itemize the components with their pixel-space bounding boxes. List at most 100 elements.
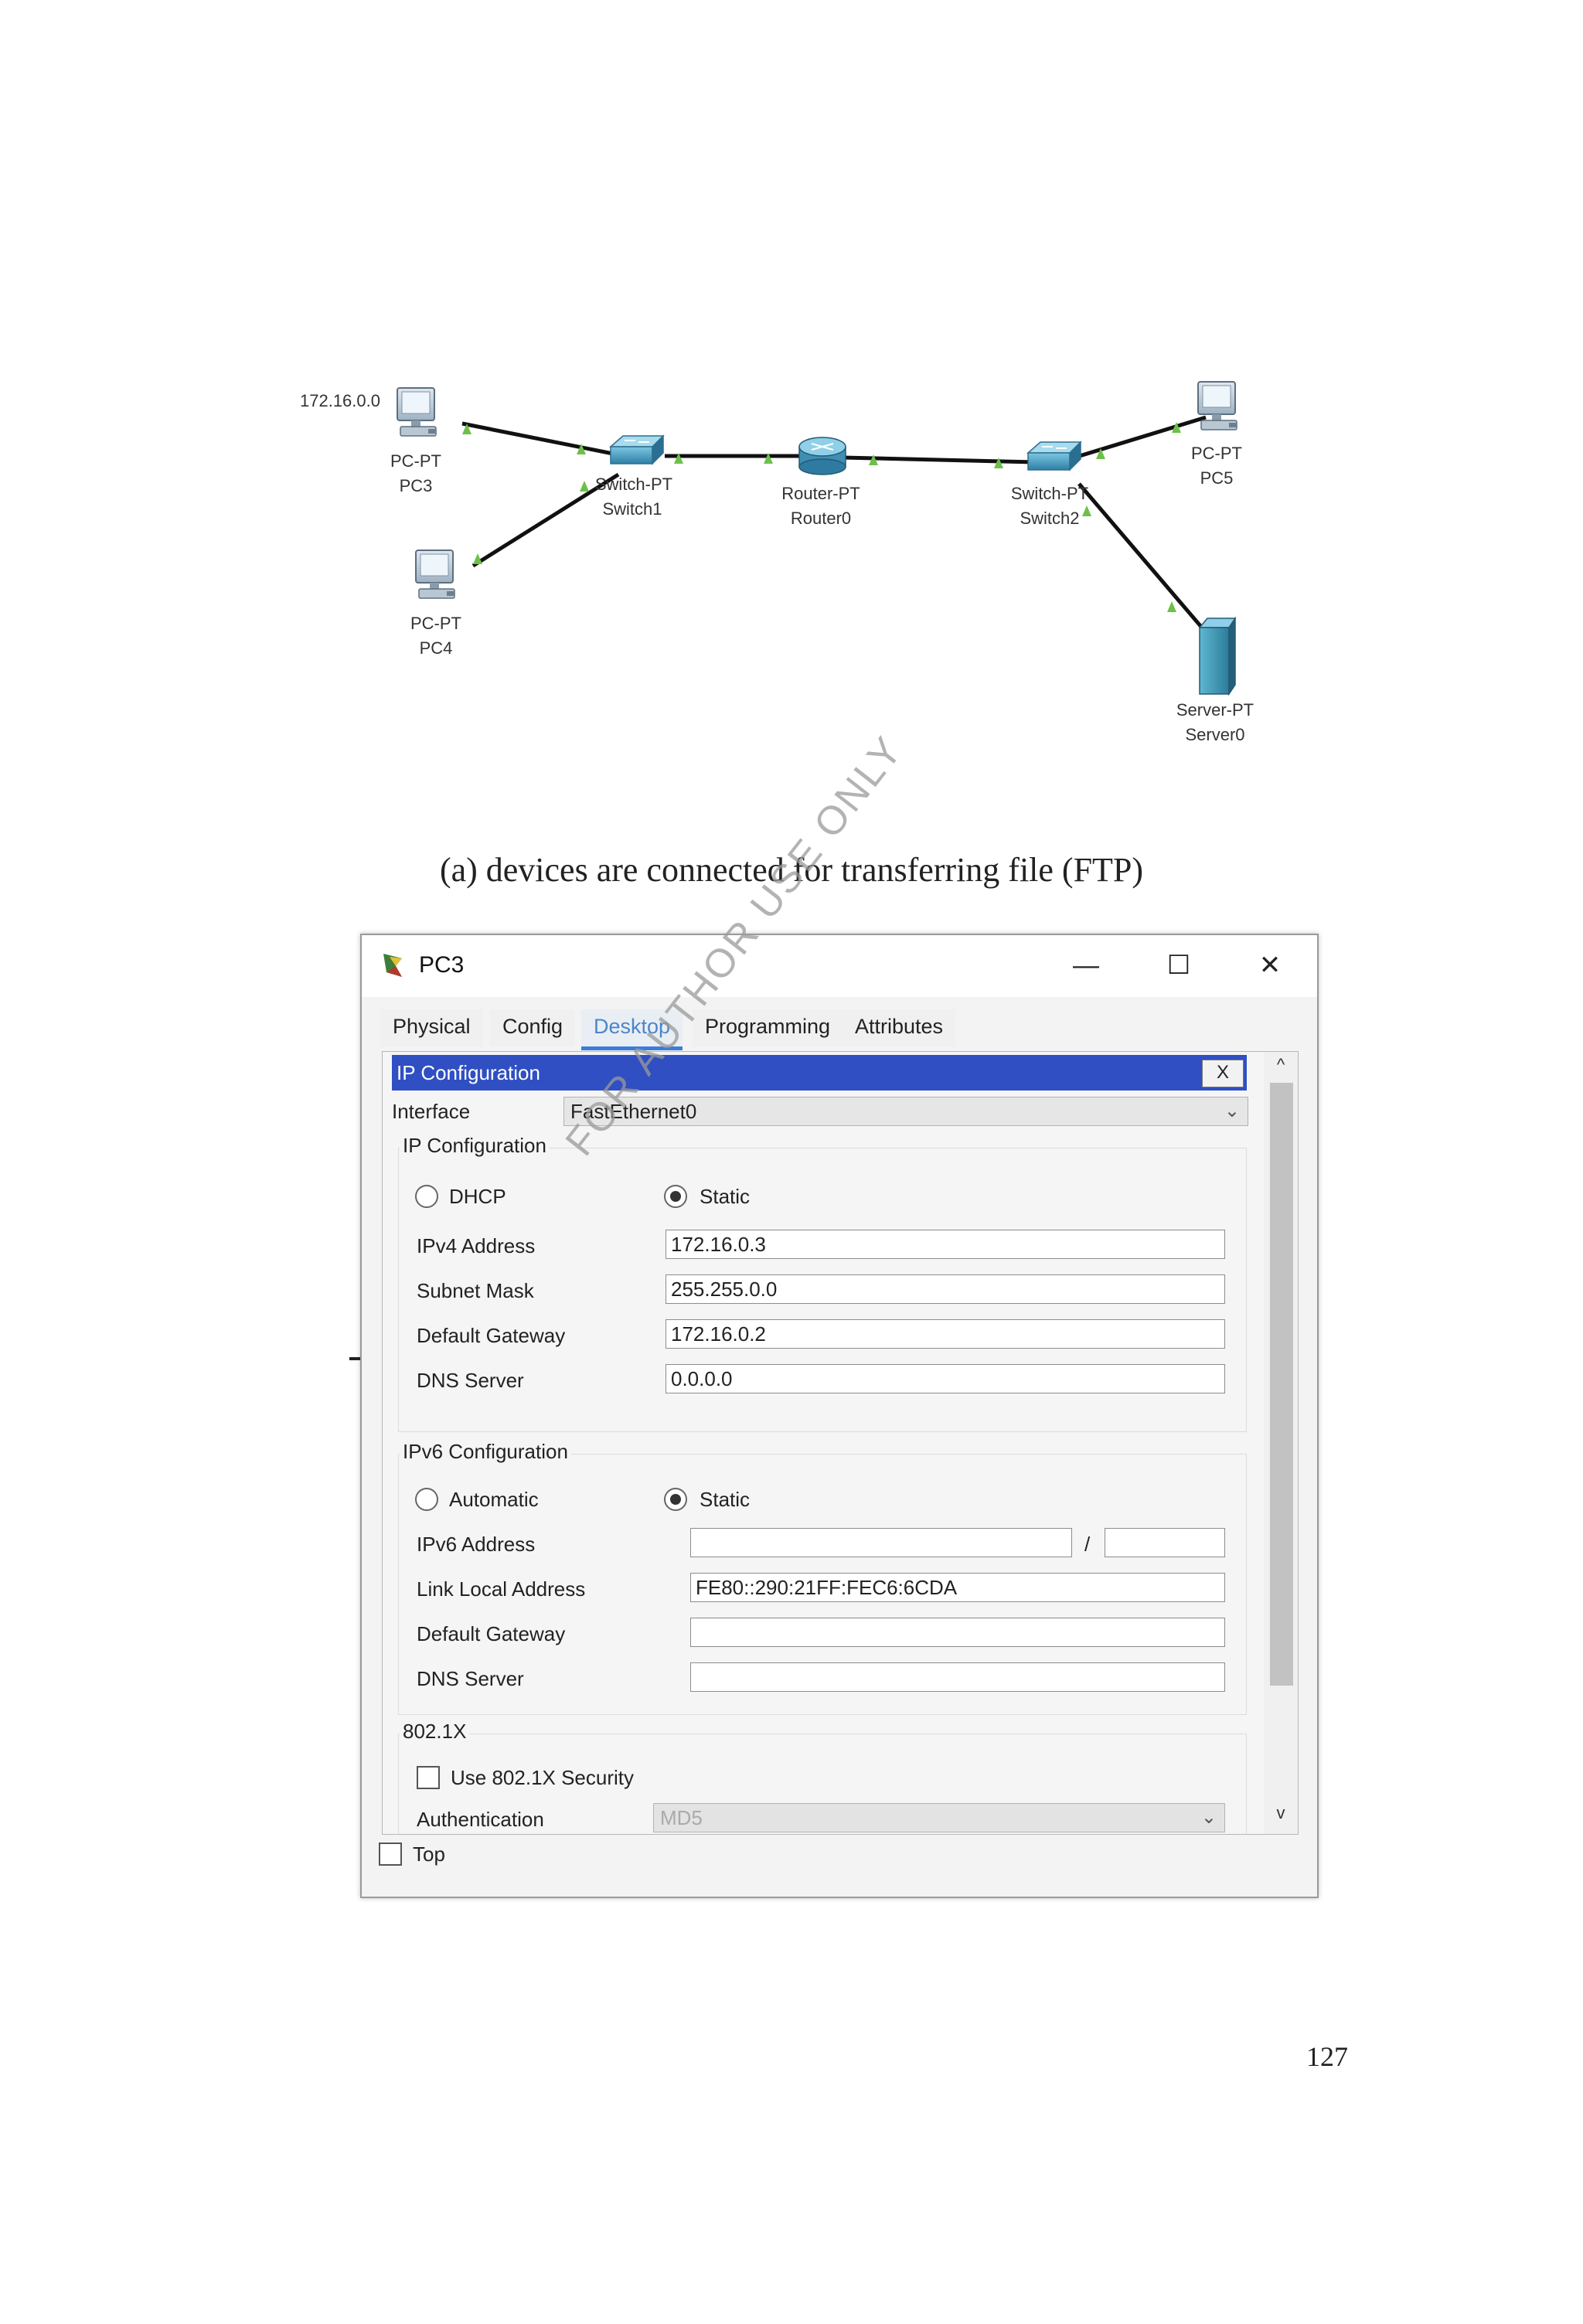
dot1x-group — [398, 1734, 1247, 1834]
authentication-label: Authentication — [417, 1808, 544, 1831]
ipv4-config-group — [398, 1148, 1247, 1432]
device-type-label: Switch-PT — [595, 475, 672, 494]
device-name-label: Switch1 — [602, 499, 662, 519]
device-server0[interactable]: Server-PT Server0 — [1176, 616, 1254, 744]
ipv6-prefix-input[interactable] — [1105, 1528, 1225, 1557]
ip-configuration-header-title: IP Configuration — [397, 1061, 540, 1084]
ipv4-address-label: IPv4 Address — [417, 1234, 536, 1257]
switch-icon — [1026, 441, 1082, 471]
server-icon — [1198, 616, 1237, 696]
tab-attributes[interactable]: Attributes — [843, 1009, 956, 1046]
maximize-icon: ☐ — [1166, 951, 1191, 980]
device-name-label: Server0 — [1185, 725, 1244, 744]
interface-label: Interface — [392, 1100, 471, 1123]
use-8021x-security-label: Use 802.1X Security — [451, 1766, 635, 1789]
minimize-button[interactable]: — — [1067, 946, 1105, 985]
top-checkbox-label: Top — [413, 1843, 445, 1866]
link-pc4-switch1 — [471, 472, 620, 568]
dns-server-label-ipv6: DNS Server — [417, 1667, 524, 1690]
device-type-label: Switch-PT — [1011, 484, 1088, 503]
dns-server-label-ipv4: DNS Server — [417, 1369, 524, 1392]
pc-icon — [397, 387, 437, 437]
default-gateway-label-ipv6: Default Gateway — [417, 1622, 566, 1645]
automatic-radio[interactable] — [415, 1488, 438, 1511]
device-switch1[interactable]: Switch-PT Switch1 — [595, 434, 672, 519]
dns-server-input-ipv6[interactable] — [690, 1662, 1225, 1692]
default-gateway-label-ipv4: Default Gateway — [417, 1324, 566, 1347]
interface-select[interactable]: FastEthernet0 ⌄ — [563, 1097, 1248, 1126]
ipv6-address-label: IPv6 Address — [417, 1533, 536, 1556]
ip-configuration-close-button[interactable]: X — [1202, 1060, 1244, 1087]
link-switch2-pc5 — [1074, 415, 1207, 460]
link-switch2-server0 — [1077, 482, 1217, 645]
default-gateway-input-ipv4[interactable] — [666, 1319, 1225, 1349]
desktop-content-panel: IP Configuration X Interface FastEtherne… — [382, 1051, 1299, 1835]
authentication-select-value: MD5 — [660, 1806, 703, 1829]
static-radio-ipv6[interactable] — [664, 1488, 687, 1511]
tab-programming[interactable]: Programming — [693, 1009, 843, 1046]
use-8021x-security-checkbox[interactable] — [417, 1766, 440, 1789]
tab-desktop[interactable]: Desktop — [581, 1009, 683, 1050]
network-topology-diagram: 172.16.0.0 PC-PT PC3 PC-PT PC4 Switch-PT… — [300, 381, 1254, 744]
network-address-label: 172.16.0.0 — [300, 391, 380, 410]
device-type-label: PC-PT — [1191, 444, 1242, 463]
authentication-select[interactable]: MD5 ⌄ — [653, 1803, 1225, 1832]
ipv6-config-group — [398, 1454, 1247, 1715]
scroll-down-arrow-icon[interactable]: v — [1276, 1803, 1285, 1822]
scroll-thumb[interactable] — [1270, 1083, 1293, 1686]
window-title: PC3 — [419, 952, 465, 978]
top-checkbox[interactable] — [379, 1843, 402, 1866]
device-name-label: PC4 — [420, 638, 453, 658]
figure-caption: (a) devices are connected for transferri… — [439, 851, 1144, 889]
default-gateway-input-ipv6[interactable] — [690, 1618, 1225, 1647]
dns-server-input-ipv4[interactable] — [666, 1364, 1225, 1393]
chevron-down-icon: ⌄ — [1224, 1101, 1240, 1121]
close-button[interactable]: ✕ — [1251, 946, 1289, 985]
switch-icon — [609, 434, 665, 465]
device-name-label: PC3 — [400, 476, 433, 495]
margin-mark — [349, 1357, 360, 1360]
chevron-down-icon: ⌄ — [1200, 1807, 1217, 1828]
device-pc3[interactable]: PC-PT PC3 — [390, 387, 441, 495]
link-local-address-label: Link Local Address — [417, 1577, 586, 1601]
dhcp-radio[interactable] — [415, 1185, 438, 1208]
close-icon: ✕ — [1258, 951, 1282, 980]
ipv4-address-input[interactable] — [666, 1230, 1225, 1259]
automatic-label: Automatic — [449, 1488, 539, 1511]
tab-config[interactable]: Config — [490, 1009, 576, 1046]
link-local-address-input[interactable] — [690, 1573, 1225, 1602]
pc-icon — [415, 550, 455, 599]
maximize-button[interactable]: ☐ — [1159, 946, 1198, 985]
subnet-mask-input[interactable] — [666, 1274, 1225, 1304]
device-pc5[interactable]: PC-PT PC5 — [1191, 381, 1242, 488]
page-number: 127 — [1306, 2041, 1348, 2072]
ipv6-group-title: IPv6 Configuration — [400, 1440, 571, 1464]
minimize-icon: — — [1073, 950, 1099, 980]
device-pc4[interactable]: PC-PT PC4 — [410, 550, 461, 658]
pc-icon — [1197, 381, 1237, 430]
dhcp-label: DHCP — [449, 1185, 506, 1208]
device-switch2[interactable]: Switch-PT Switch2 — [1011, 441, 1088, 528]
tab-physical[interactable]: Physical — [380, 1009, 483, 1046]
device-type-label: PC-PT — [390, 451, 441, 471]
ipv6-address-input[interactable] — [690, 1528, 1072, 1557]
device-name-label: Router0 — [791, 509, 851, 528]
static-radio-ipv4[interactable] — [664, 1185, 687, 1208]
static-label-ipv4: Static — [700, 1185, 751, 1208]
device-name-label: PC5 — [1200, 468, 1234, 488]
device-name-label: Switch2 — [1020, 509, 1079, 528]
ipv4-group-title: IP Configuration — [400, 1134, 550, 1158]
static-label-ipv6: Static — [700, 1488, 751, 1511]
prefix-separator: / — [1084, 1533, 1091, 1556]
dot1x-group-title: 802.1X — [400, 1720, 470, 1744]
device-type-label: PC-PT — [410, 614, 461, 633]
scroll-up-arrow-icon[interactable]: ^ — [1276, 1055, 1285, 1074]
subnet-mask-label: Subnet Mask — [417, 1279, 534, 1302]
device-router0[interactable]: Router-PT Router0 — [781, 437, 860, 528]
link-lights — [462, 422, 1181, 612]
vertical-scrollbar[interactable]: ^ v — [1264, 1052, 1298, 1834]
ip-configuration-header: IP Configuration X — [392, 1055, 1247, 1091]
link-pc3-switch1 — [461, 421, 633, 460]
title-bar[interactable]: PC3 — ☐ ✕ — [362, 935, 1317, 997]
device-type-label: Server-PT — [1176, 700, 1254, 720]
